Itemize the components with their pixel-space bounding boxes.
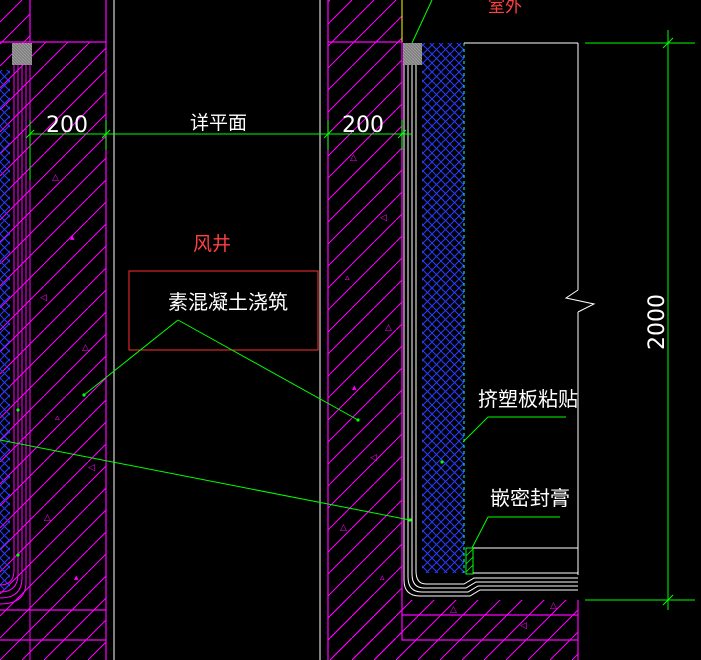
svg-text:▵: ▵ xyxy=(380,573,385,583)
long-leader xyxy=(0,439,411,521)
dim-right-text: 200 xyxy=(342,113,384,138)
svg-text:△: △ xyxy=(385,323,392,333)
xps-note: 挤塑板粘贴 xyxy=(478,387,578,411)
top-cut-label: 室外 xyxy=(488,0,522,17)
right-wall xyxy=(319,0,579,660)
left-wall xyxy=(0,0,115,660)
svg-text:▴: ▴ xyxy=(70,233,75,243)
height-dim-text: 2000 xyxy=(645,294,670,350)
left-insulation xyxy=(0,70,10,590)
xps-insulation-board xyxy=(422,43,464,573)
sealant-joint xyxy=(465,547,474,575)
svg-text:△: △ xyxy=(44,513,51,523)
sealant-hatch xyxy=(465,548,474,573)
svg-text:▵: ▵ xyxy=(345,273,350,283)
svg-text:△: △ xyxy=(350,153,357,163)
dim-mid-text: 详平面 xyxy=(190,112,247,134)
svg-text:◁: ◁ xyxy=(370,453,377,463)
svg-text:△: △ xyxy=(52,173,59,183)
xps-leader xyxy=(462,416,489,443)
svg-text:▴: ▴ xyxy=(352,383,357,393)
aggregate-marks: △ ▴ ◁ △ ▵ ◁ △ ▴ △ ◁ ▵ △ ▴ ◁ △ ▵ △ ◁ △ xyxy=(40,153,557,631)
svg-text:△: △ xyxy=(450,605,457,615)
svg-text:◁: ◁ xyxy=(88,463,95,473)
concrete-leader-left xyxy=(83,319,179,396)
svg-text:△: △ xyxy=(82,343,89,353)
svg-text:△: △ xyxy=(550,601,557,611)
height-dimension xyxy=(585,30,695,610)
leader-dots xyxy=(16,393,444,557)
left-corner-block xyxy=(12,43,32,65)
sealant-leader xyxy=(471,516,489,549)
concrete-leader-right xyxy=(177,319,359,421)
left-waterproof-layer xyxy=(0,64,31,660)
svg-text:△: △ xyxy=(340,523,347,533)
svg-text:◁: ◁ xyxy=(40,293,47,303)
svg-text:◁: ◁ xyxy=(520,621,527,631)
right-corner-block xyxy=(403,43,422,65)
svg-text:▵: ▵ xyxy=(55,413,60,423)
top-leader xyxy=(411,0,433,44)
dim-left-text: 200 xyxy=(46,113,88,138)
concrete-note: 素混凝土浇筑 xyxy=(168,290,288,314)
svg-text:▴: ▴ xyxy=(74,573,79,583)
top-dimension xyxy=(25,120,412,180)
break-line-icon xyxy=(564,289,596,313)
concrete-note-box xyxy=(128,270,319,351)
shaft-label: 风井 xyxy=(193,233,231,255)
sealant-note: 嵌密封膏 xyxy=(490,486,570,510)
right-waterproof-layer xyxy=(403,64,578,597)
svg-text:◁: ◁ xyxy=(380,213,387,223)
